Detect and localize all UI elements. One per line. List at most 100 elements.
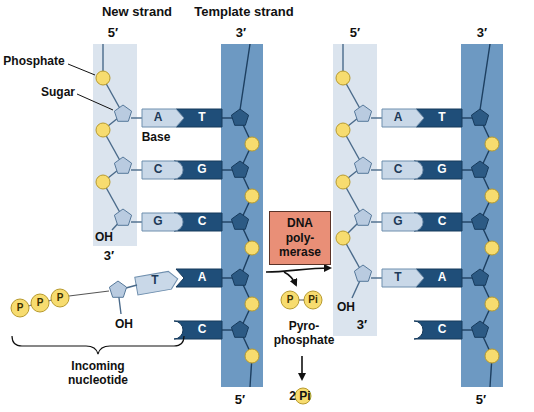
phosphate-circle bbox=[51, 289, 69, 307]
base-block bbox=[135, 270, 179, 295]
dna-backbone bbox=[96, 44, 499, 387]
backbone-line bbox=[131, 117, 142, 118]
sugar-pentagon bbox=[109, 281, 126, 297]
new-strand-band bbox=[333, 44, 377, 336]
part-name: Phosphate bbox=[3, 55, 64, 69]
phosphate-circle bbox=[336, 123, 350, 137]
base-block bbox=[382, 161, 423, 179]
phosphate-circle bbox=[96, 123, 110, 137]
part-name: OH bbox=[95, 231, 113, 245]
sugar-pentagon bbox=[471, 161, 488, 177]
part-name: Pyro- phosphate bbox=[269, 320, 339, 348]
end-label: 3′ bbox=[357, 318, 367, 333]
base-block bbox=[382, 269, 424, 287]
phosphate-circle bbox=[485, 349, 499, 363]
base-letter: A bbox=[438, 271, 447, 285]
hydrolysis-arrow bbox=[301, 356, 303, 379]
backbone-line bbox=[371, 277, 382, 278]
phosphate-circle bbox=[336, 175, 350, 189]
sugar-pentagon bbox=[471, 269, 488, 285]
end-label: 5′ bbox=[108, 26, 118, 41]
sugar-pentagon bbox=[354, 105, 371, 121]
part-name: Incoming nucleotide bbox=[56, 360, 140, 388]
enzyme-box: DNA poly- merase bbox=[269, 211, 331, 264]
base-letter: C bbox=[198, 323, 207, 337]
incoming-base bbox=[135, 270, 179, 295]
base-letter: T bbox=[438, 111, 445, 125]
phosphate-letter: P bbox=[287, 294, 294, 306]
base-letter: C bbox=[394, 163, 403, 177]
strand-heading: New strand bbox=[102, 5, 172, 20]
sugar-pentagon bbox=[231, 109, 248, 125]
end-label: 3′ bbox=[236, 26, 246, 41]
leader-line bbox=[77, 94, 113, 110]
sugar-pentagon bbox=[114, 157, 131, 173]
phosphate-circle bbox=[245, 137, 259, 151]
release-arrow bbox=[284, 272, 296, 285]
new-strand-band bbox=[93, 44, 137, 246]
base-letter: A bbox=[154, 111, 163, 125]
backbone-line bbox=[371, 117, 382, 118]
base-block bbox=[142, 213, 183, 231]
bond-line bbox=[49, 300, 51, 301]
sugar-pentagon bbox=[471, 213, 488, 229]
phosphate-circle bbox=[245, 297, 259, 311]
phosphate-circle bbox=[485, 137, 499, 151]
backbone-line bbox=[131, 169, 142, 170]
reaction-arrow bbox=[266, 268, 330, 272]
sugar-pentagon bbox=[231, 213, 248, 229]
base-letter: G bbox=[197, 163, 206, 177]
phosphate-circle bbox=[245, 189, 259, 203]
phosphate-circle bbox=[336, 71, 350, 85]
template-strand-band bbox=[221, 44, 263, 387]
enzyme-name: DNA poly- merase bbox=[273, 216, 327, 259]
base-letter: T bbox=[394, 271, 401, 285]
base-letter: G bbox=[437, 163, 446, 177]
part-name: 2 Pi bbox=[289, 390, 310, 404]
backbone-line bbox=[462, 221, 472, 222]
phosphate-circle bbox=[281, 291, 299, 309]
end-label: 5′ bbox=[476, 393, 486, 408]
phosphate-letter: Pi bbox=[308, 294, 317, 306]
phosphate-circle bbox=[31, 294, 49, 312]
sugar-pentagon bbox=[354, 265, 371, 281]
base-block bbox=[142, 161, 183, 179]
backbone-line bbox=[371, 169, 382, 170]
base-block bbox=[142, 109, 184, 127]
backbone-line bbox=[222, 329, 232, 330]
strand-heading: Template strand bbox=[194, 5, 293, 20]
sugar-pentagon bbox=[114, 105, 131, 121]
backbone-line bbox=[480, 44, 490, 110]
backbone-line bbox=[462, 277, 472, 278]
base-letter: T bbox=[198, 111, 205, 125]
template-strand-band bbox=[461, 44, 503, 387]
end-label: 3′ bbox=[477, 26, 487, 41]
backbone-line bbox=[222, 277, 232, 278]
backbone-line bbox=[126, 285, 137, 288]
sugar-pentagon bbox=[471, 109, 488, 125]
phosphate-letter: P bbox=[17, 302, 24, 314]
phosphate-circle bbox=[304, 291, 322, 309]
end-label: 3′ bbox=[104, 249, 114, 264]
phosphate-circle bbox=[96, 175, 110, 189]
end-label: 5′ bbox=[235, 393, 245, 408]
backbone-line bbox=[131, 221, 142, 222]
base-letter: C bbox=[438, 323, 447, 337]
phosphate-circle bbox=[485, 241, 499, 255]
leader-line bbox=[68, 64, 95, 75]
base-block bbox=[382, 109, 424, 127]
sugar-pentagon bbox=[114, 209, 131, 225]
base-block bbox=[174, 321, 222, 339]
backbone-line bbox=[462, 117, 472, 118]
bond-line bbox=[69, 291, 109, 296]
base-letter: A bbox=[198, 271, 207, 285]
sugar-pentagon bbox=[231, 321, 248, 337]
backbone-line bbox=[222, 221, 232, 222]
base-letter: G bbox=[153, 215, 162, 229]
base-block bbox=[414, 321, 462, 339]
sugar-pentagon bbox=[471, 321, 488, 337]
part-name: Sugar bbox=[41, 86, 75, 100]
part-name: Base bbox=[142, 131, 171, 145]
backbone-line bbox=[222, 169, 232, 170]
backbone-line bbox=[462, 329, 472, 330]
